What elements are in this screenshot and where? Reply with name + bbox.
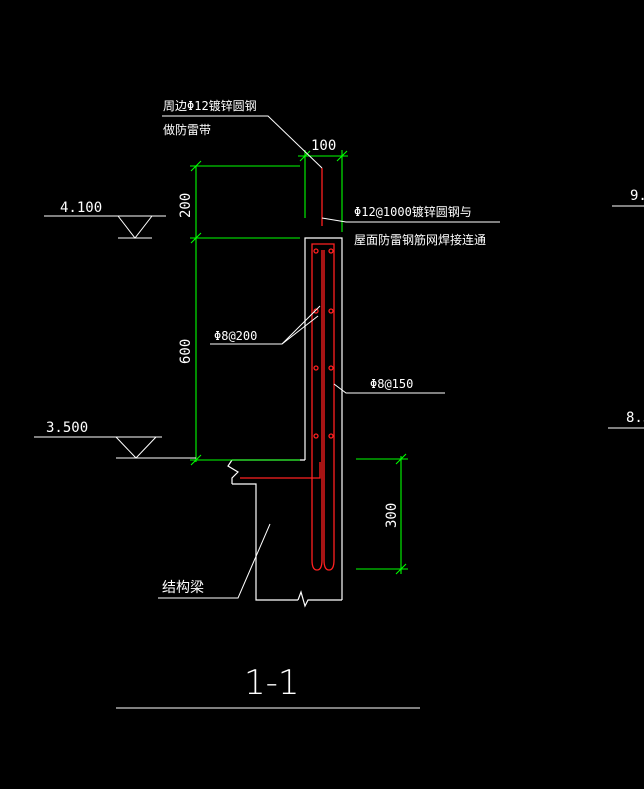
- level-bottom-label: 3.500: [46, 420, 88, 436]
- dim-upper-label: 200: [178, 193, 194, 218]
- note-perimeter-line1: 周边Φ12镀锌圆钢: [163, 99, 257, 113]
- dim-width-label: 100: [311, 138, 336, 154]
- note-perimeter-line2: 做防雷带: [163, 122, 211, 137]
- section-label: 1-1: [244, 663, 300, 703]
- concrete-outline: [227, 237, 343, 608]
- leader-lines: [34, 115, 644, 709]
- rebar-cage: [240, 168, 335, 571]
- dim-height-label: 600: [178, 339, 194, 364]
- dim-embed-label: 300: [384, 503, 400, 528]
- note-beam: 结构梁: [162, 580, 204, 596]
- level-right-top-label: 9.: [630, 188, 644, 204]
- note-anchor-line1: Φ12@1000镀锌圆钢与: [354, 205, 472, 219]
- level-right-bottom-label: 8.5: [626, 410, 644, 426]
- note-stirrup: Φ8@200: [214, 329, 257, 343]
- level-top-label: 4.100: [60, 200, 102, 216]
- dimension-lines: [190, 150, 408, 575]
- note-anchor-line2: 屋面防雷钢筋网焊接连通: [354, 232, 486, 247]
- note-vertical-bar: Φ8@150: [370, 377, 413, 391]
